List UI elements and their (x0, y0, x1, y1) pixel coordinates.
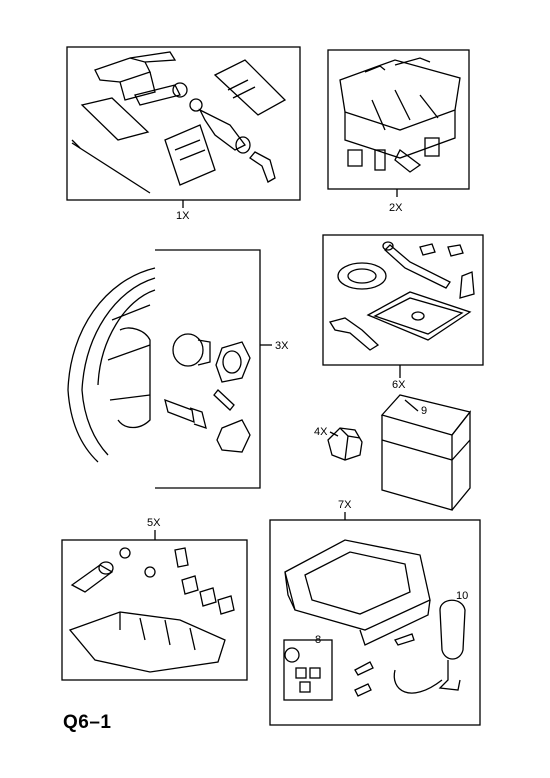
label-part-7: 7X (338, 499, 352, 511)
label-part-9: 9 (421, 405, 428, 417)
panel-fixing-kit (322, 234, 484, 378)
panel-lock-kit (66, 46, 301, 208)
label-part-1: 1X (176, 210, 190, 222)
panel-repair-kit (269, 512, 481, 726)
label-part-3: 3X (275, 340, 289, 352)
part-wheel-cap (327, 427, 363, 461)
label-part-6: 6X (392, 379, 406, 391)
label-part-2: 2X (389, 202, 403, 214)
panel-toolbox (327, 49, 470, 197)
page-code: Q6–1 (63, 712, 112, 733)
panel-tool-set (61, 530, 248, 681)
label-part-4: 4X (314, 426, 328, 438)
label-part-10: 10 (456, 590, 469, 602)
part-box (380, 394, 472, 511)
label-part-5: 5X (147, 517, 161, 529)
label-part-8: 8 (315, 634, 322, 646)
panel-wheel-nuts (67, 249, 272, 489)
